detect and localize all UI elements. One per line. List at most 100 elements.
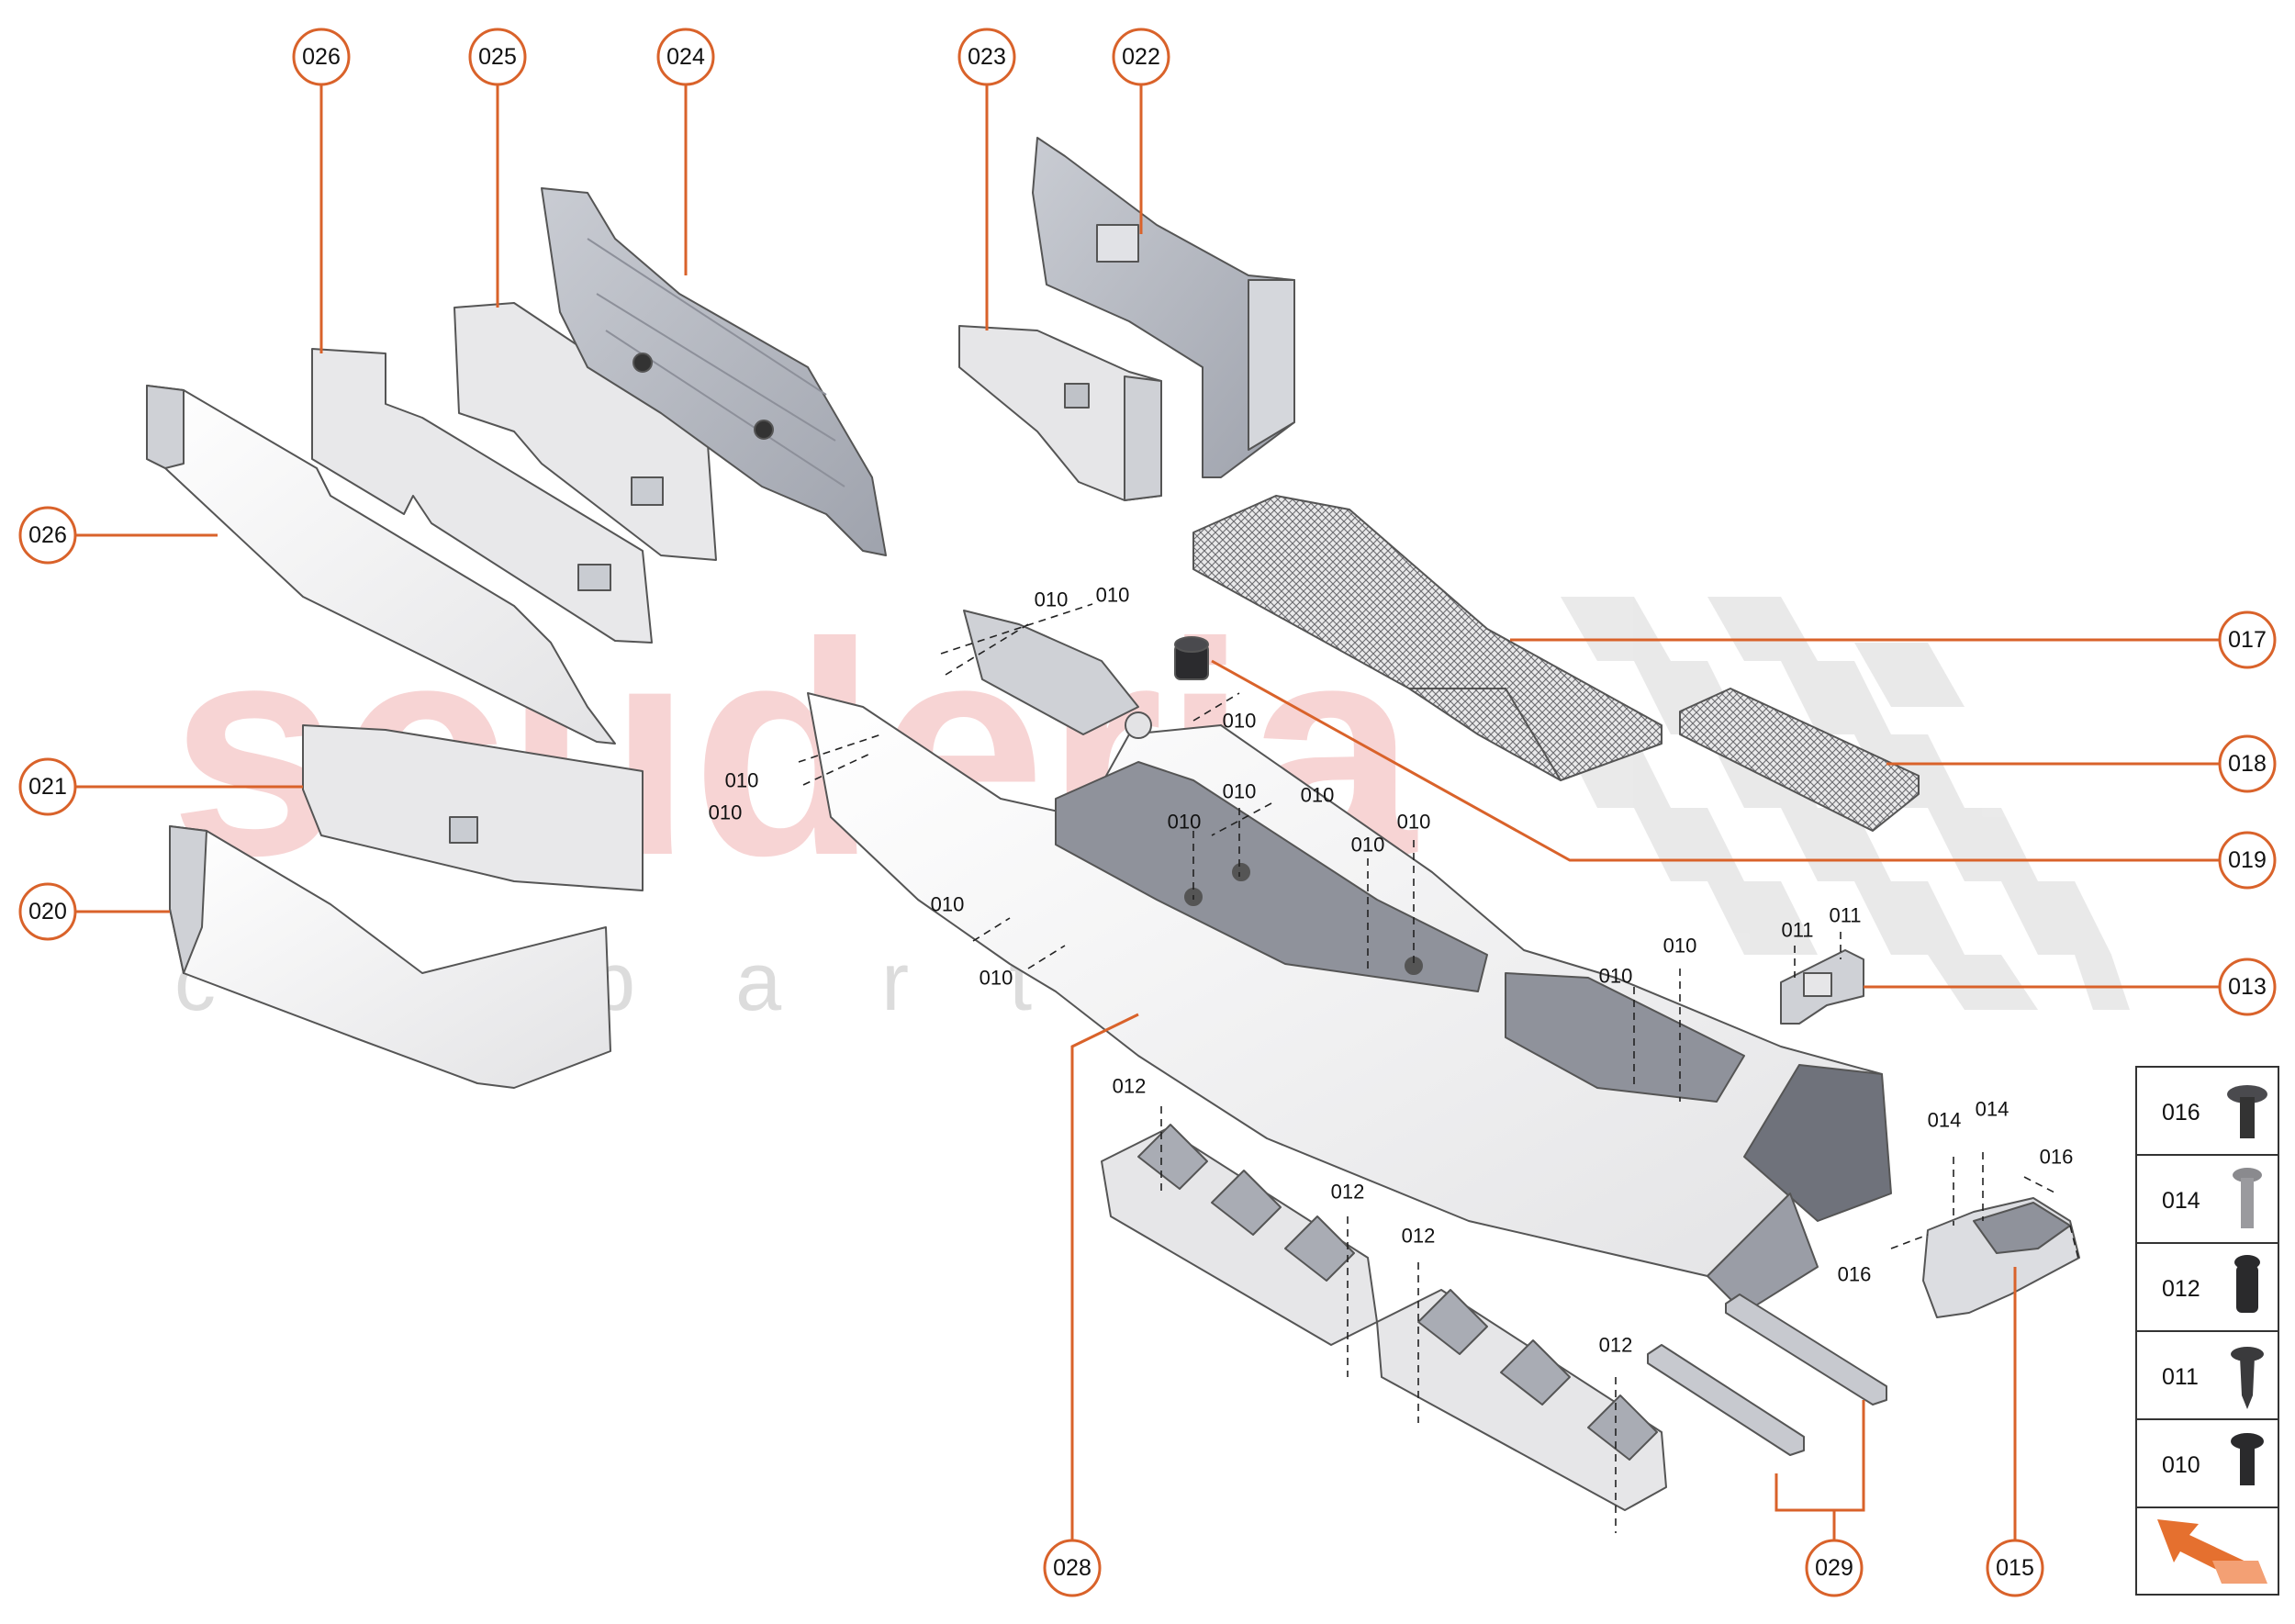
- fastener-label-016: 016: [1838, 1263, 1872, 1286]
- machine-bolt-icon: [2233, 1168, 2262, 1228]
- part-020-lower-trim-panel: [169, 825, 611, 1089]
- fastener-label-010: 010: [1035, 588, 1069, 611]
- callout-label: 017: [2228, 627, 2267, 653]
- callout-label: 022: [1122, 44, 1160, 70]
- callout-circle: [2218, 958, 2277, 1016]
- callout-layer: 026 025 024 023 022 026 021 020 017 018 019 013 028 0…: [18, 28, 2277, 1597]
- fastener-label-014: 014: [1976, 1098, 2010, 1121]
- part-012-frame-right: [1376, 1289, 1667, 1511]
- part-026-insulation-pad: [311, 348, 653, 644]
- leader-lines: [75, 84, 2219, 1540]
- callout-020: 020: [18, 882, 77, 941]
- callout-024: 024: [656, 28, 715, 86]
- legend-code-012: 012: [2162, 1276, 2200, 1302]
- fastener-label-010: 010: [1168, 811, 1202, 834]
- callout-circle: [18, 757, 77, 816]
- legend-code-016: 016: [2162, 1100, 2200, 1126]
- fastener-guide-lines: [798, 603, 2080, 1533]
- part-029-seal-strips: [1647, 1294, 1887, 1456]
- callout-label: 020: [28, 899, 67, 924]
- callout-015: 015: [1986, 1539, 2044, 1597]
- callout-026: 026: [292, 28, 351, 86]
- part-018-tray-mesh-mat: [1679, 688, 1920, 832]
- callout-circle: [2218, 610, 2277, 669]
- callout-label: 013: [2228, 974, 2267, 1000]
- callout-013: 013: [2218, 958, 2277, 1016]
- callout-023: 023: [957, 28, 1016, 86]
- fastener-label-010: 010: [1096, 584, 1130, 607]
- callout-label: 029: [1815, 1555, 1853, 1581]
- fastener-label-010: 010: [931, 893, 965, 916]
- callout-025: 025: [468, 28, 527, 86]
- callout-021: 021: [18, 757, 77, 816]
- fastener-label-010: 010: [1599, 965, 1633, 988]
- callout-label: 018: [2228, 751, 2267, 777]
- callout-circle: [1112, 28, 1170, 86]
- fastener-label-016: 016: [2040, 1146, 2074, 1169]
- callout-label: 019: [2228, 847, 2267, 873]
- callout-circle: [18, 506, 77, 565]
- callout-label: 028: [1053, 1555, 1092, 1581]
- fastener-label-010: 010: [1223, 710, 1257, 733]
- fastener-label-010: 010: [709, 801, 743, 824]
- fastener-label-layer: 010 010 010 010 010 010 010 010 010 010 010 010 010 0…: [709, 584, 2074, 1357]
- callout-circle: [18, 882, 77, 941]
- callout-circle: [2218, 734, 2277, 793]
- part-017-console-mesh-mat: [1192, 495, 1662, 781]
- fastener-label-010: 010: [725, 769, 759, 792]
- callout-circle: [292, 28, 351, 86]
- plastic-rivet-icon: [2234, 1255, 2260, 1313]
- fastener-label-010: 010: [1397, 811, 1431, 834]
- part-024-carrier-panel: [541, 187, 887, 556]
- part-015-end-bracket: [1922, 1197, 2080, 1318]
- callout-circle: [1986, 1539, 2044, 1597]
- callout-018: 018: [2218, 734, 2277, 793]
- fastener-label-012: 012: [1331, 1181, 1365, 1204]
- part-025-insulation-pad: [453, 302, 717, 561]
- fastener-label-011: 011: [1829, 904, 1861, 927]
- part-022-rear-bracket: [1032, 137, 1295, 478]
- callout-label: 015: [1996, 1555, 2034, 1581]
- part-028-center-console: [807, 610, 1892, 1314]
- legend-code-010: 010: [2162, 1452, 2200, 1478]
- callout-017: 017: [2218, 610, 2277, 669]
- part-023-bracket: [958, 325, 1162, 501]
- callout-circle: [468, 28, 527, 86]
- fastener-label-010: 010: [980, 967, 1013, 990]
- part-026-side-trim-panel: [146, 385, 616, 745]
- callout-label: 026: [302, 44, 341, 70]
- fastener-label-014: 014: [1928, 1109, 1962, 1132]
- fastener-label-010: 010: [1301, 784, 1335, 807]
- fastener-label-012: 012: [1402, 1225, 1436, 1248]
- pan-head-screw-icon: [2231, 1433, 2264, 1485]
- legend-code-011: 011: [2162, 1364, 2199, 1390]
- callout-019: 019: [2218, 831, 2277, 890]
- callout-label: 025: [478, 44, 517, 70]
- callout-circle: [1043, 1539, 1102, 1597]
- callout-022: 022: [1112, 28, 1170, 86]
- fastener-label-012: 012: [1113, 1075, 1147, 1098]
- front-direction-arrow-icon: [2157, 1519, 2267, 1584]
- callout-label: 026: [28, 522, 67, 548]
- round-head-screw-icon: [2227, 1085, 2267, 1138]
- callout-028: 028: [1043, 1539, 1102, 1597]
- fastener-label-010: 010: [1663, 935, 1697, 958]
- fastener-legend: 016 014 012 011 010: [2135, 1066, 2279, 1596]
- fastener-label-010: 010: [1223, 780, 1257, 803]
- legend-code-014: 014: [2162, 1188, 2200, 1214]
- callout-circle: [1805, 1539, 1864, 1597]
- callout-029: 029: [1805, 1539, 1864, 1597]
- callout-circle: [957, 28, 1016, 86]
- callout-circle: [656, 28, 715, 86]
- part-019-power-socket: [1174, 636, 1209, 680]
- part-021-inner-panel: [302, 724, 644, 891]
- callout-circle: [2218, 831, 2277, 890]
- part-013-latch-bracket: [1780, 949, 1864, 1025]
- fastener-label-012: 012: [1599, 1334, 1633, 1357]
- fastener-label-010: 010: [1351, 834, 1385, 857]
- callout-label: 024: [666, 44, 705, 70]
- fastener-label-011: 011: [1781, 919, 1813, 942]
- callout-026: 026: [18, 506, 77, 565]
- callout-label: 021: [28, 774, 67, 800]
